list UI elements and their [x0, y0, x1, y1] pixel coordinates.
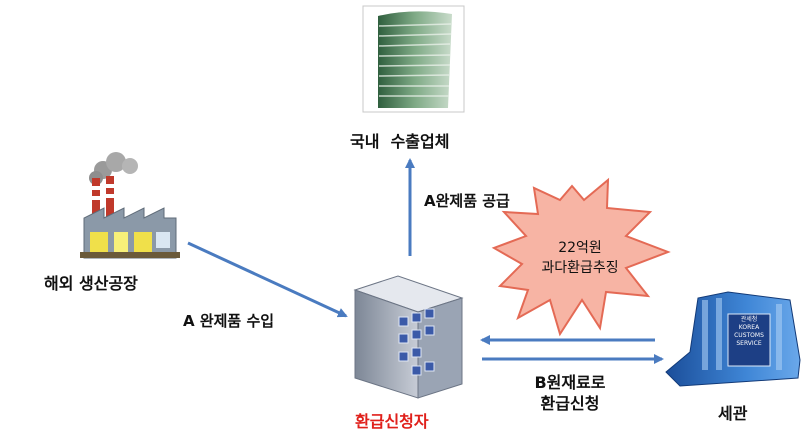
customs-sign-line1: 관세청 — [740, 316, 758, 323]
penalty-description: 과다환급추징 — [541, 260, 619, 276]
customs-sign-line3: CUSTOMS — [734, 332, 764, 339]
factory-label: 해외 생산공장 — [44, 274, 138, 293]
penalty-text: 22억원 과다환급추징 — [520, 238, 640, 278]
applicant-label: 환급신청자 — [355, 412, 429, 431]
customs-sign: 관세청 KOREA CUSTOMS SERVICE — [728, 316, 770, 348]
import-edge-label: A 완제품 수입 — [183, 312, 275, 330]
supply-edge-label: A완제품 공급 — [424, 192, 510, 210]
refund-edge-line2: 환급신청 — [540, 394, 600, 413]
arrow-import — [187, 241, 348, 318]
customs-building-icon — [665, 291, 801, 387]
applicant-building-icon — [353, 275, 464, 399]
penalty-burst — [491, 177, 671, 337]
customs-sign-line2: KOREA — [738, 324, 760, 331]
customs-label: 세관 — [718, 404, 748, 423]
penalty-amount: 22억원 — [558, 240, 602, 256]
exporter-building-icon — [362, 5, 465, 113]
factory-icon — [80, 152, 180, 259]
refund-edge-label: B원재료로 환급신청 — [510, 372, 630, 414]
refund-edge-line1: B원재료로 — [534, 373, 606, 392]
customs-sign-line4: SERVICE — [736, 340, 762, 347]
exporter-label: 국내 수출업체 — [350, 132, 450, 151]
